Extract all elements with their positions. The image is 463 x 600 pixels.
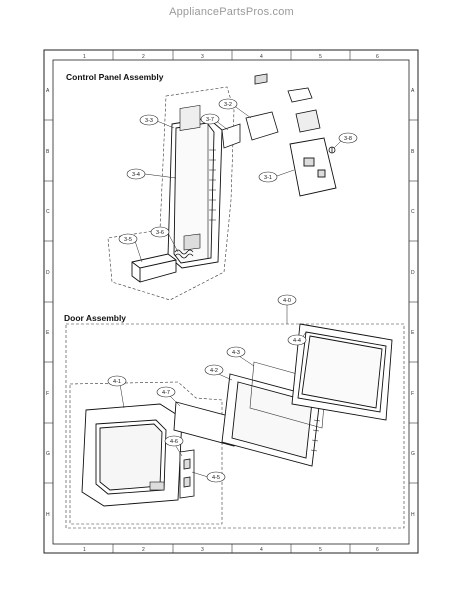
callout-3-4: 3-4 <box>132 172 140 178</box>
control-housing <box>167 104 223 269</box>
grid-col-5: 5 <box>319 54 322 60</box>
grid-row-c-right: C <box>411 209 415 215</box>
callout-4-0: 4-0 <box>283 298 291 304</box>
callout-4-2: 4-2 <box>210 368 218 374</box>
outer-border <box>43 49 419 554</box>
callout-4-4: 4-4 <box>293 338 301 344</box>
callout-4-3: 4-3 <box>232 350 240 356</box>
grid-row-b: B <box>46 149 50 155</box>
grid-row-g-right: G <box>411 451 415 457</box>
control-panel-group <box>107 73 343 301</box>
membrane-pieces <box>287 87 321 133</box>
grid-col-4: 4 <box>260 54 263 60</box>
callout-3-1: 3-1 <box>264 175 272 181</box>
callout-4-7: 4-7 <box>162 390 170 396</box>
callout-4-6: 4-6 <box>170 439 178 445</box>
grid-row-h-right: H <box>411 512 415 518</box>
grid-col-6-bottom: 6 <box>376 547 379 553</box>
grid-row-b-right: B <box>411 149 415 155</box>
grid-row-a-right: A <box>411 88 415 94</box>
control-panel-title: Control Panel Assembly <box>66 72 164 82</box>
grid-row-d: D <box>46 270 50 276</box>
grid-row-d-right: D <box>411 270 415 276</box>
grid-col-6: 6 <box>376 54 379 60</box>
screw <box>328 146 336 154</box>
grid-row-c: C <box>46 209 50 215</box>
power-board <box>289 137 337 197</box>
door-group <box>65 304 405 529</box>
grid-col-5-bottom: 5 <box>319 547 322 553</box>
callout-3-5: 3-5 <box>124 237 132 243</box>
grid-row-g: G <box>46 451 50 457</box>
door-latch <box>179 449 195 499</box>
grid-col-4-bottom: 4 <box>260 547 263 553</box>
callout-4-1: 4-1 <box>113 379 121 385</box>
grid-row-f: F <box>46 391 49 397</box>
door-button-spring <box>174 249 194 259</box>
callout-3-8: 3-8 <box>344 136 352 142</box>
control-pcb <box>245 73 279 141</box>
grid-col-1: 1 <box>83 54 86 60</box>
grid-col-2-bottom: 2 <box>142 547 145 553</box>
callout-4-5: 4-5 <box>212 475 220 481</box>
grid-col-2: 2 <box>142 54 145 60</box>
door-assembly-title: Door Assembly <box>64 313 126 323</box>
grid-col-3-bottom: 3 <box>201 547 204 553</box>
callout-3-2: 3-2 <box>224 102 232 108</box>
watermark: AppliancePartsPros.com <box>169 6 294 18</box>
door-choke-cover <box>291 323 393 421</box>
callout-3-7: 3-7 <box>206 117 214 123</box>
grid-row-e: E <box>46 330 50 336</box>
callout-3-6: 3-6 <box>156 230 164 236</box>
grid-col-1-bottom: 1 <box>83 547 86 553</box>
choke-plate <box>173 401 237 447</box>
bracket <box>221 123 241 149</box>
grid-row-a: A <box>46 88 50 94</box>
door-frame <box>81 403 183 507</box>
grid-row-h: H <box>46 512 50 518</box>
door-open-button <box>131 253 177 283</box>
callout-3-3: 3-3 <box>145 118 153 124</box>
grid-col-3: 3 <box>201 54 204 60</box>
grid-row-f-right: F <box>411 391 414 397</box>
grid-row-e-right: E <box>411 330 415 336</box>
